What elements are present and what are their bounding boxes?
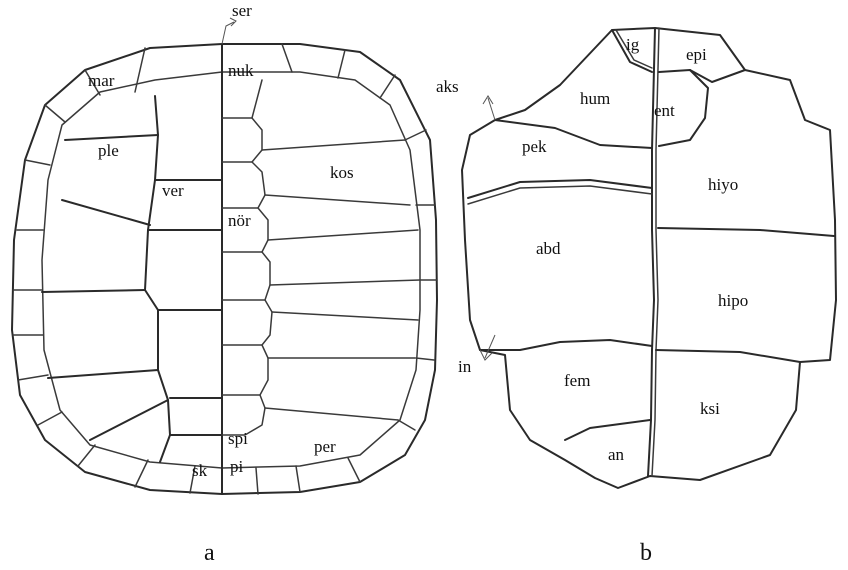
label-in: in bbox=[458, 357, 472, 376]
caption-a: a bbox=[204, 540, 215, 566]
label-ksi: ksi bbox=[700, 399, 720, 418]
hipo-ksi-seam bbox=[656, 350, 800, 362]
caption-b: b bbox=[640, 540, 652, 566]
label-aks: aks bbox=[436, 77, 459, 96]
left-marginal-dividers bbox=[13, 48, 195, 493]
label-sk: sk bbox=[192, 461, 208, 480]
label-kos: kos bbox=[330, 163, 354, 182]
carapace-diagram: ser mar nuk ple kos ver nör spi pi sk pe… bbox=[12, 1, 437, 566]
epi-border bbox=[659, 70, 745, 82]
label-abd: abd bbox=[536, 239, 561, 258]
label-spi: spi bbox=[228, 429, 248, 448]
fem-an-seam bbox=[565, 420, 650, 440]
hiyo-hipo-seam bbox=[658, 228, 834, 236]
label-ser: ser bbox=[232, 1, 252, 20]
right-marginal-dividers bbox=[256, 44, 437, 494]
label-an: an bbox=[608, 445, 625, 464]
plastron-diagram: ig epi aks hum ent pek hiyo abd hipo in … bbox=[436, 28, 836, 566]
label-pek: pek bbox=[522, 137, 547, 156]
hum-pek-seam bbox=[495, 120, 652, 148]
label-ple: ple bbox=[98, 141, 119, 160]
label-fem: fem bbox=[564, 371, 590, 390]
label-hiyo: hiyo bbox=[708, 175, 738, 194]
label-hum: hum bbox=[580, 89, 610, 108]
label-hipo: hipo bbox=[718, 291, 748, 310]
label-per: per bbox=[314, 437, 336, 456]
right-scutes bbox=[222, 80, 420, 435]
label-nor: nör bbox=[228, 211, 251, 230]
label-mar: mar bbox=[88, 71, 115, 90]
carapace-outline bbox=[12, 44, 437, 494]
left-scutes bbox=[42, 96, 222, 462]
label-ig: ig bbox=[626, 35, 640, 54]
abd-fem-seam bbox=[480, 340, 652, 350]
aks-arrow-head bbox=[483, 96, 493, 104]
plastron-midline bbox=[648, 28, 655, 476]
carapace-inner-border bbox=[42, 72, 420, 468]
label-pi: pi bbox=[230, 457, 244, 476]
plastron-outline bbox=[462, 28, 836, 488]
label-ent: ent bbox=[654, 101, 675, 120]
label-ver: ver bbox=[162, 181, 184, 200]
label-nuk: nuk bbox=[228, 61, 254, 80]
label-epi: epi bbox=[686, 45, 707, 64]
